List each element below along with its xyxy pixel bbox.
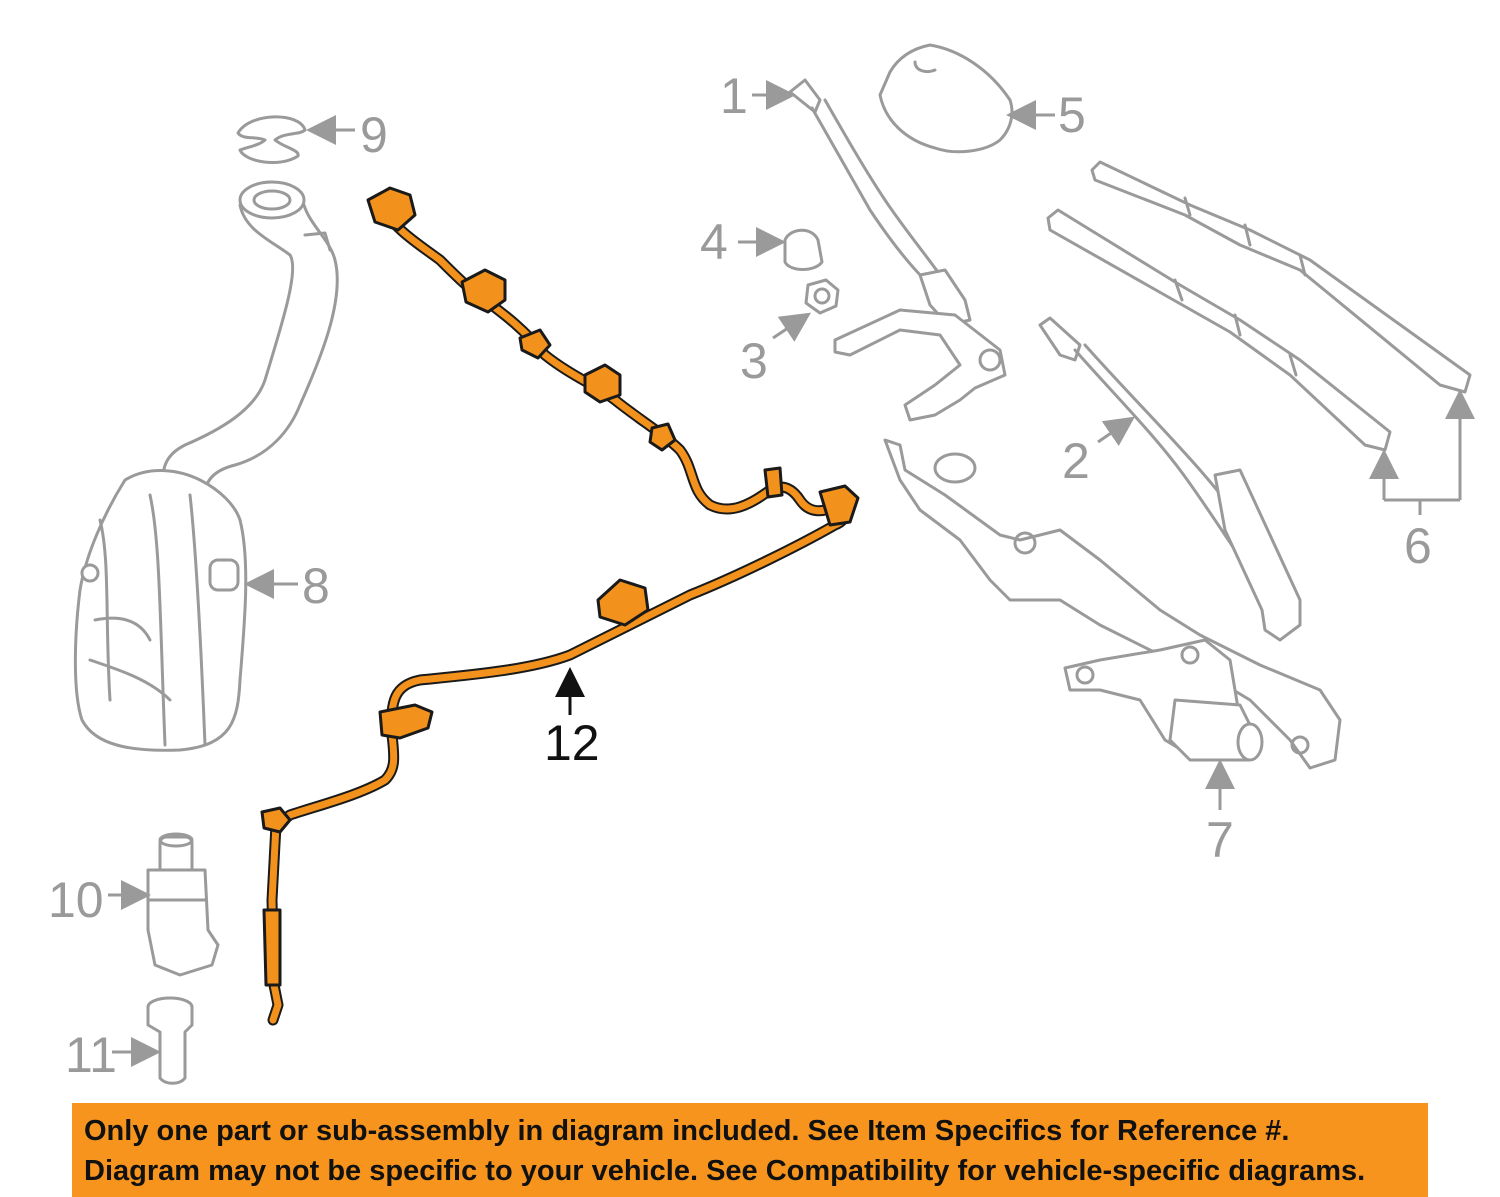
callout-7: 7 [1205,759,1235,868]
svg-text:6: 6 [1404,518,1432,574]
disclaimer-banner: Only one part or sub-assembly in diagram… [72,1103,1428,1197]
callout-12: 12 [544,667,600,771]
callout-3: 3 [740,312,811,389]
svg-text:4: 4 [700,214,728,270]
callout-10: 10 [48,872,151,928]
disclaimer-line-1: Only one part or sub-assembly in diagram… [84,1115,1290,1147]
svg-text:1: 1 [720,68,748,124]
callout-9: 9 [306,107,388,163]
callout-6: 6 [1369,389,1475,574]
cowl-cover-part [878,43,1014,154]
svg-text:5: 5 [1058,87,1086,143]
callout-1: 1 [720,68,796,124]
arm-nut-part [804,278,840,315]
svg-text:7: 7 [1206,812,1234,868]
arm-cap-part [783,228,824,271]
wiper-arm-part [788,78,1007,422]
washer-reservoir-part [73,180,339,752]
svg-text:10: 10 [48,872,104,928]
second-wiper-arm-part [1038,316,1302,642]
callout-11: 11 [65,1027,161,1083]
wiper-blades-part [1046,160,1472,452]
callout-4: 4 [700,214,786,270]
callout-2: 2 [1062,416,1135,489]
svg-text:12: 12 [544,715,600,771]
svg-text:9: 9 [360,107,388,163]
callout-8: 8 [244,558,330,614]
washer-hose-part [260,186,860,1026]
pump-grommet-part [146,996,194,1085]
cap-seal-part [236,115,307,164]
washer-pump-part [146,832,220,977]
svg-text:3: 3 [740,333,768,389]
callout-5: 5 [1006,87,1086,143]
parts-diagram: 1 2 3 4 5 6 7 8 9 10 11 [48,43,1475,1085]
wiper-linkage-motor-part [883,438,1342,770]
svg-text:2: 2 [1062,433,1090,489]
svg-text:11: 11 [65,1027,117,1083]
svg-text:8: 8 [302,558,330,614]
disclaimer-line-2: Diagram may not be specific to your vehi… [84,1155,1366,1187]
